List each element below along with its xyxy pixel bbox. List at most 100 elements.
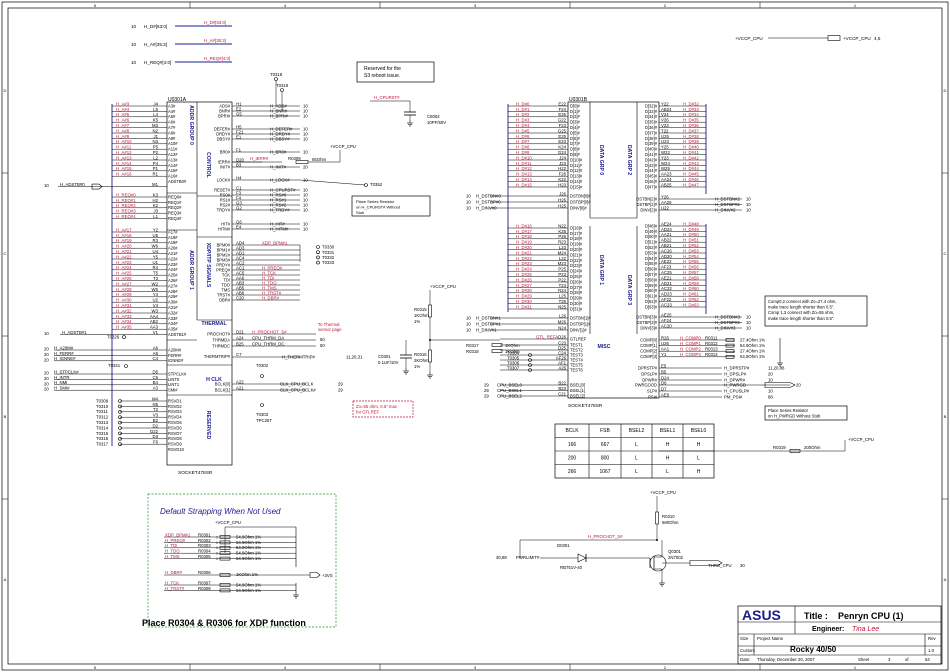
pin-number: N25 [558,304,566,309]
net-ref: 10 [768,377,773,382]
pin-name: BCLK[1] [215,387,230,392]
pin-number: W3 [152,308,159,313]
pin-number: W22 [661,150,670,155]
pin-name: A23# [168,262,178,267]
sheet-label: Sheet [858,657,870,662]
net-label: H_TDO [165,549,180,554]
pin-number: J4 [153,101,158,106]
pin-number: M26 [558,319,567,324]
net-label: H_DSTBP#3 [715,320,740,325]
net-label: CPU_BSEL1 [497,388,522,393]
net-ref: 10 [303,202,308,207]
resistor [655,511,659,525]
pin-number: J23 [559,161,567,166]
pin-number: N5 [153,402,159,407]
pin-number: F6 [153,440,159,445]
pin-name: DSTBP[2]# [637,202,658,207]
pin-number: F1 [236,147,242,152]
resistor-ref: R0315 [414,307,427,312]
net-label: H_A#21 [116,249,132,254]
resistor-value: 27.4Ohm 1% [740,337,765,342]
pin-name: COMP[0] [640,337,657,342]
pin-number: AE24 [661,221,672,226]
pin-number: AF26 [556,355,567,360]
pin-number: AA6 [236,275,245,280]
net-label: H_REQ#1 [116,198,136,203]
pin-number: F24 [559,107,567,112]
table-header: BCLK [565,428,579,434]
pin-number: T25 [559,299,567,304]
net-ref: 10 [466,321,471,326]
pin-name: D[35]# [645,120,658,125]
pwrgd-note-box [764,405,848,421]
pin-number: C1 [236,185,242,190]
net-label: CLK_CPU_BCLK# [280,387,316,392]
net-label: H_D#18 [516,234,532,239]
resistor-ref: R0314 [705,352,718,357]
net-ref: 20 [44,387,49,392]
table-cell: L [697,456,700,462]
net-label: H_D#5 [516,128,530,133]
pin-name: RESET# [214,187,231,192]
pin-number: G25 [558,128,567,133]
pin-name: TDO [221,282,230,287]
group-thermal: THERMAL [201,321,227,327]
gtl-note: for GTLREF [356,410,380,415]
pin-number: B3 [236,162,242,167]
pin-name: D[3]# [570,120,581,125]
pin-number: Y2 [153,227,159,232]
resistor-value: 1KOhm [505,343,520,348]
pin-number: AA24 [661,177,672,182]
pin-number: F21 [236,129,244,134]
pin-name: D[11]# [570,163,582,168]
resistor-ref: R0304 [198,549,211,554]
pin-name: BSEL[2] [570,393,585,398]
net-label: H_DINV#1 [476,327,497,332]
pin-number: R23 [558,240,566,245]
net-ref: 50 [320,337,325,342]
comp-note: Comp0,2 connect with Zo=27.4 ohm, [768,299,837,304]
pin-name: D[20]# [570,247,583,252]
pin-number: D22 [150,429,158,434]
resistor-value: 54.9Ohm 1% [236,534,261,539]
net-label: H_D#42 [683,155,699,160]
pin-number: AE22 [661,259,672,264]
pin-number: K25 [558,229,566,234]
net-label: H_A#22 [116,254,132,259]
test-point-label: T0314 [96,425,109,430]
comp-note: Comp 1,3 connect with Zo=55 ohm, [768,310,834,315]
pin-name: D[21]# [570,252,583,257]
pin-number: AF22 [661,297,672,302]
pin-number: C24 [558,350,566,355]
table-cell: L [635,442,638,448]
test-point [124,364,128,368]
3vs-connector [309,572,321,578]
pin-number: 1 [216,546,218,550]
frame-row-letter: A [4,577,7,582]
pin-name: A35# [168,327,178,332]
test-point [118,404,122,409]
pin-name: D[57]# [645,272,658,277]
pin-number: L5 [153,107,158,112]
pin-name: D[54]# [645,256,658,261]
resistor-value: 54.9Ohm 1% [236,588,261,593]
pin-name: DPSLP# [641,371,657,376]
pin-name: D[5]# [570,130,581,135]
test-point [118,409,122,414]
pin-number: C23 [558,340,566,345]
gtl-note: Zo=55 ohm, 0.5" max [356,404,398,409]
pin-name: A34# [168,321,178,326]
pin-name: DSTBN[2]# [636,196,657,201]
pin-name: DPWR# [642,377,658,382]
pin-number: F4 [236,195,242,200]
pin-number: M4 [152,396,159,401]
pin-name: FERR# [168,353,182,358]
pin-number: R1 [153,172,159,177]
group-control: CONTROL [205,152,211,178]
pin-name: D[0]# [570,103,581,108]
net-label: H_D#32 [683,101,699,106]
pin-name: SMI# [168,388,178,393]
net-label: H_D#47 [683,182,699,187]
net-label: H_D#24 [516,267,532,272]
pin-number: L2 [153,155,158,160]
